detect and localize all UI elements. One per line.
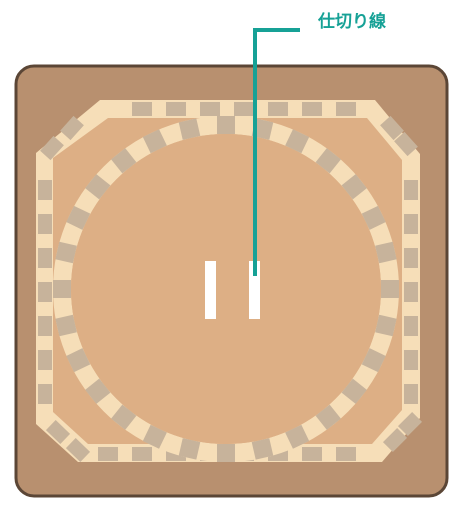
outer-straw-block-right [404, 248, 418, 268]
outer-straw-block-top [336, 102, 356, 116]
outer-straw-block-right [404, 282, 418, 302]
ring-straw-block [53, 280, 71, 298]
outer-straw-block-top [200, 102, 220, 116]
outer-straw-block-left [38, 282, 52, 302]
outer-straw-block-left [38, 248, 52, 268]
ring-straw-block [381, 280, 399, 298]
outer-straw-block-right [404, 384, 418, 404]
outer-straw-block-left [38, 316, 52, 336]
outer-straw-block-bottom [98, 447, 118, 461]
outer-straw-block-right [404, 316, 418, 336]
outer-straw-block-left [38, 180, 52, 200]
outer-straw-block-right [404, 214, 418, 234]
ring-clay-interior [71, 134, 381, 444]
outer-straw-block-right [404, 180, 418, 200]
outer-straw-block-left [38, 384, 52, 404]
callout-label: 仕切り線 [317, 11, 386, 32]
outer-straw-block-top [234, 102, 254, 116]
outer-straw-block-bottom [132, 447, 152, 461]
outer-straw-block-left [38, 214, 52, 234]
outer-straw-block-left [38, 350, 52, 370]
outer-straw-block-top [268, 102, 288, 116]
outer-straw-block-bottom [302, 447, 322, 461]
outer-straw-block-right [404, 350, 418, 370]
outer-straw-block-top [132, 102, 152, 116]
shikiri-line-left [205, 261, 216, 319]
outer-straw-block-bottom [336, 447, 356, 461]
outer-straw-block-top [166, 102, 186, 116]
ring-straw-block [217, 116, 235, 134]
ring-straw-block [217, 444, 235, 462]
outer-straw-block-top [302, 102, 322, 116]
